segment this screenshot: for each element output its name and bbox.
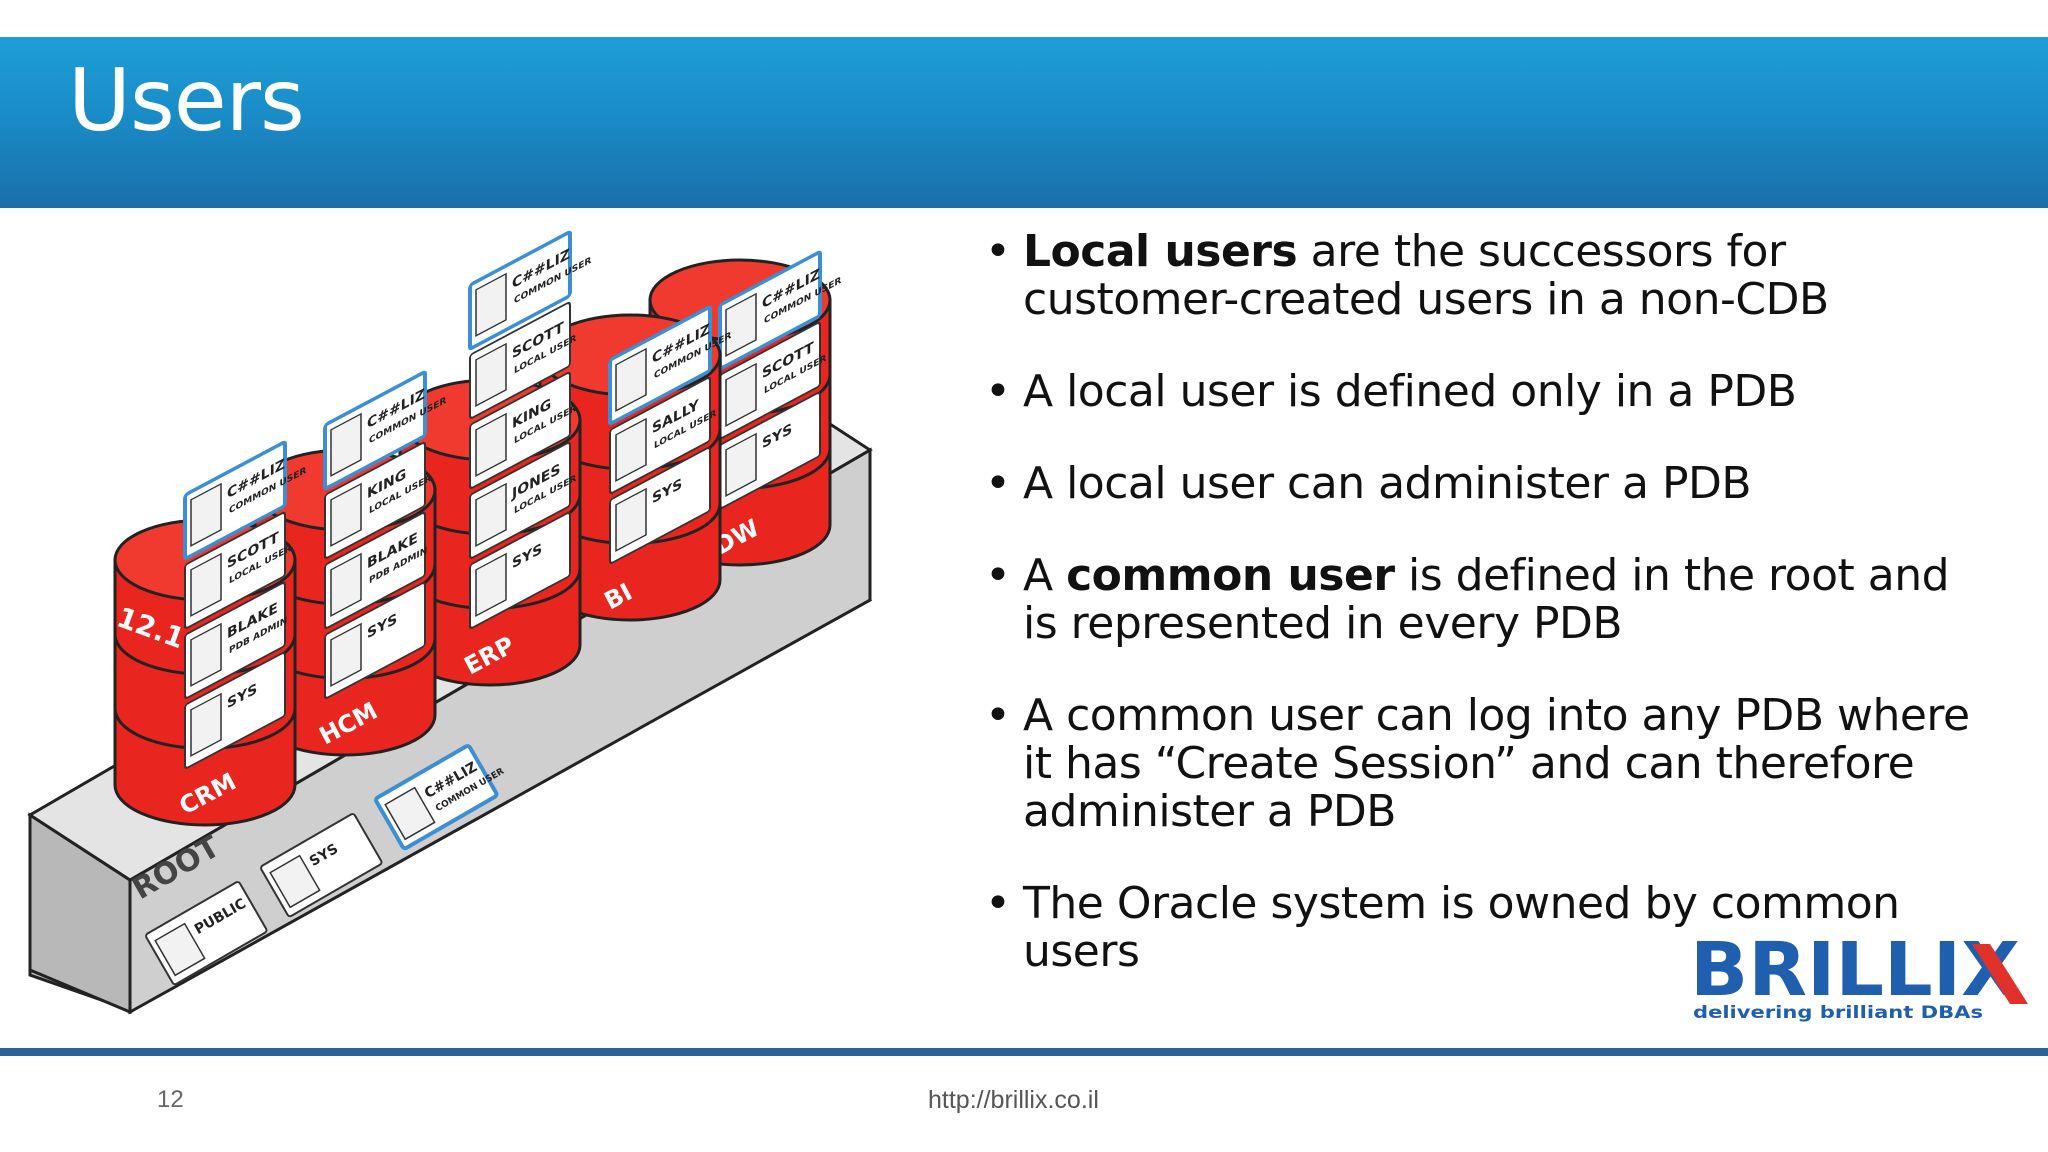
- user-avatar: [615, 417, 647, 482]
- user-avatar: [190, 482, 222, 547]
- root-user-card: SYS: [260, 813, 383, 918]
- bullet-text: A: [1023, 550, 1067, 601]
- bullet-text: are the successors for customer-created …: [1023, 226, 1829, 325]
- bullet-text: A local user can administer a PDB: [1023, 458, 1752, 509]
- bullet-item: Local users are the successors for custo…: [985, 228, 1985, 324]
- pdb-user-card: SYS: [609, 446, 711, 564]
- user-avatar: [269, 854, 321, 909]
- pdb-user-card: SYS: [184, 651, 286, 769]
- title-banner: [0, 37, 2048, 208]
- bullet-item: A local user can administer a PDB: [985, 458, 1985, 509]
- user-avatar: [154, 922, 206, 977]
- user-avatar: [475, 482, 507, 547]
- user-avatar: [190, 552, 222, 617]
- database-icon: [330, 622, 362, 687]
- database-icon: [615, 487, 647, 552]
- user-avatar: [190, 622, 222, 687]
- footer-url: http://brillix.co.il: [928, 1086, 1099, 1114]
- bullet-emphasis: Local users: [1023, 226, 1298, 277]
- bullet-list: Local users are the successors for custo…: [985, 228, 1985, 976]
- bullet-text: The Oracle system is owned by common use…: [1023, 878, 1900, 977]
- bullet-text: A local user is defined only in a PDB: [1023, 366, 1797, 417]
- user-avatar: [330, 552, 362, 617]
- brillix-logo: BRILLIX delivering brilliant DBAs: [1690, 930, 2028, 1023]
- user-avatar: [475, 412, 507, 477]
- bullet-item: A common user is defined in the root and…: [985, 552, 1985, 648]
- pdb-user-card: SYS: [469, 511, 571, 629]
- database-icon: [475, 552, 507, 617]
- root-user-card: PUBLIC: [145, 881, 268, 986]
- pdb-user-card: SYS: [324, 581, 426, 699]
- user-avatar: [725, 362, 757, 427]
- logo-tagline: delivering brilliant DBAs: [1693, 1003, 1983, 1023]
- slide-title: Users: [68, 51, 305, 151]
- user-avatar: [725, 292, 757, 357]
- logo-wordmark: BRILLIX: [1690, 930, 2020, 1013]
- pdb-user-card: SYS: [719, 391, 821, 509]
- bullet-emphasis: common user: [1066, 550, 1395, 601]
- bullet-text: A common user can log into any PDB where…: [1023, 690, 1970, 837]
- database-icon: [725, 432, 757, 497]
- database-icon: [190, 692, 222, 757]
- user-avatar: [384, 786, 436, 841]
- user-avatar: [475, 342, 507, 407]
- user-avatar: [475, 272, 507, 337]
- page-number: 12: [157, 1086, 184, 1113]
- bullet-text: is defined in the root and is represente…: [1023, 550, 1950, 649]
- user-avatar: [330, 412, 362, 477]
- user-avatar: [330, 482, 362, 547]
- bullet-item: A local user is defined only in a PDB: [985, 366, 1985, 417]
- bullet-item: The Oracle system is owned by common use…: [985, 880, 1985, 976]
- footer-divider: [0, 1048, 2048, 1056]
- user-avatar: [615, 347, 647, 412]
- bullet-item: A common user can log into any PDB where…: [985, 692, 1985, 836]
- logo-x-accent: [1972, 944, 2028, 1004]
